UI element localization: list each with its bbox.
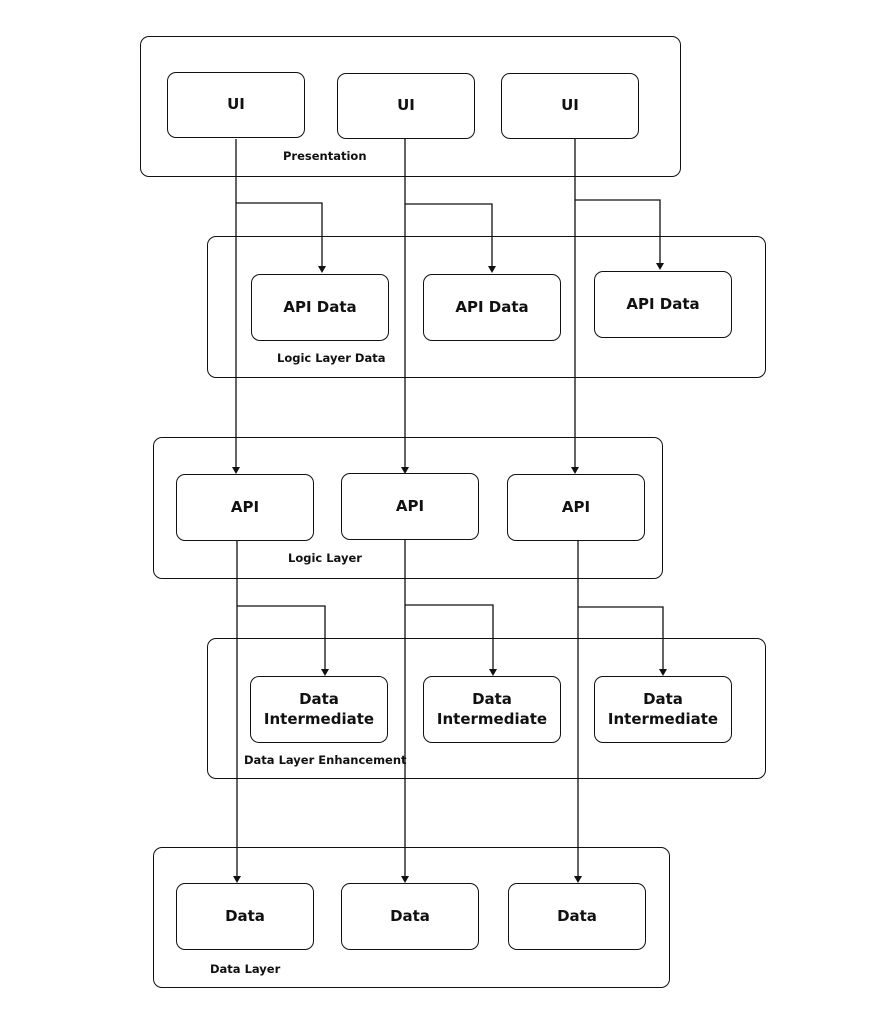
arrowhead-data1 <box>233 876 241 883</box>
data-intermediate-box-1[interactable]: Data Intermediate <box>250 676 388 743</box>
arrowhead-data3 <box>574 876 582 883</box>
data-box-1[interactable]: Data <box>176 883 314 950</box>
ui-box-1[interactable]: UI <box>167 72 305 138</box>
layer-label-logic-data: Logic Layer Data <box>277 351 386 365</box>
data-box-3[interactable]: Data <box>508 883 646 950</box>
api-box-3[interactable]: API <box>507 474 645 541</box>
api-data-box-2[interactable]: API Data <box>423 274 561 341</box>
layer-logic <box>153 437 663 579</box>
branch-api-data-3 <box>575 199 661 263</box>
api-box-1[interactable]: API <box>176 474 314 541</box>
branch-api-data-1 <box>236 202 323 266</box>
arrowhead-api-data-2 <box>488 266 496 273</box>
arrowhead-api1 <box>232 467 240 474</box>
api-data-box-3[interactable]: API Data <box>594 271 732 338</box>
arrowhead-api-data-3 <box>656 263 664 270</box>
branch-intermediate-1 <box>237 605 326 669</box>
layer-logic-data <box>207 236 766 378</box>
arrowhead-api2 <box>401 467 409 474</box>
arrowhead-intermediate-1 <box>321 669 329 676</box>
data-intermediate-box-3[interactable]: Data Intermediate <box>594 676 732 743</box>
arrowhead-intermediate-2 <box>489 669 497 676</box>
layer-data <box>153 847 670 988</box>
ui-box-2[interactable]: UI <box>337 73 475 139</box>
arrowhead-api-data-1 <box>318 266 326 273</box>
data-box-2[interactable]: Data <box>341 883 479 950</box>
arrowhead-data2 <box>401 876 409 883</box>
api-box-2[interactable]: API <box>341 473 479 540</box>
data-intermediate-box-2[interactable]: Data Intermediate <box>423 676 561 743</box>
layer-data-enhancement <box>207 638 766 779</box>
branch-intermediate-3 <box>578 606 664 669</box>
arrowhead-api3 <box>571 467 579 474</box>
branch-api-data-2 <box>405 203 493 266</box>
layer-label-data: Data Layer <box>210 962 281 976</box>
layer-label-logic: Logic Layer <box>288 551 362 565</box>
ui-box-3[interactable]: UI <box>501 73 639 139</box>
branch-intermediate-2 <box>405 604 494 669</box>
layer-label-presentation: Presentation <box>283 149 367 163</box>
layer-presentation <box>140 36 681 177</box>
layer-label-data-enhancement: Data Layer Enhancement <box>244 753 407 767</box>
api-data-box-1[interactable]: API Data <box>251 274 389 341</box>
arrowhead-intermediate-3 <box>659 669 667 676</box>
